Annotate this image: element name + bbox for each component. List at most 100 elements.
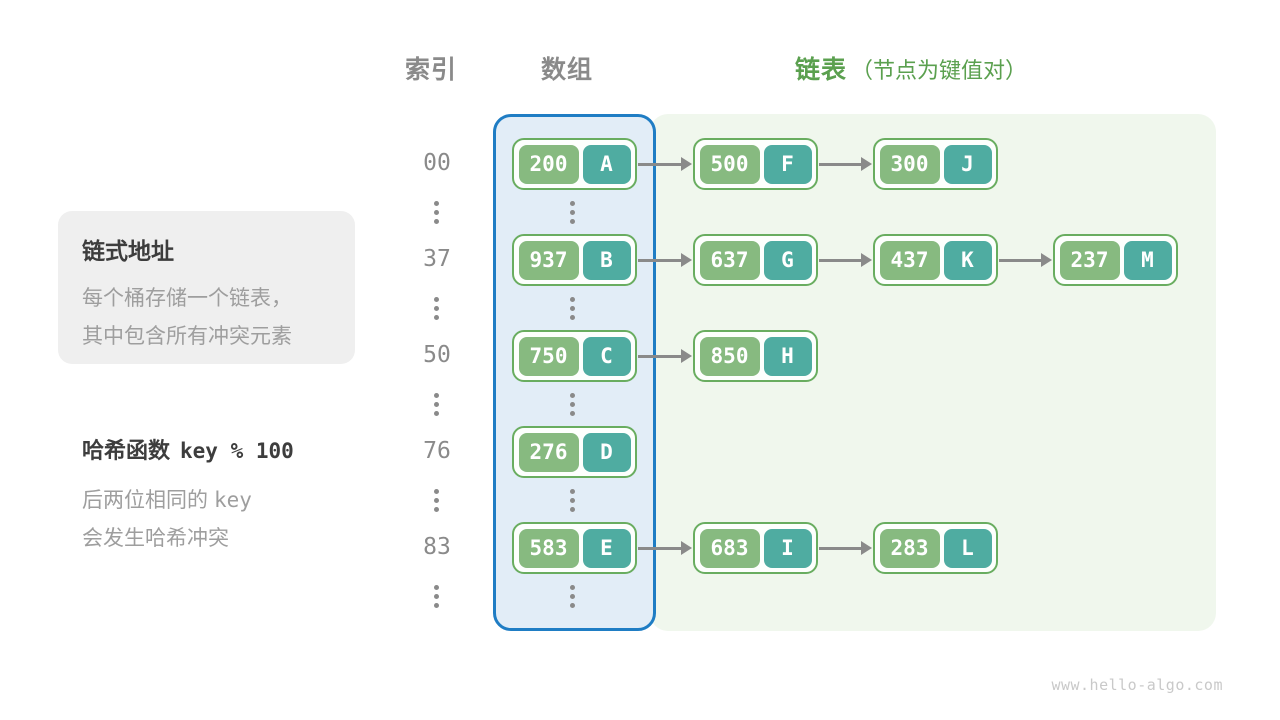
column-header-array: 数组 [541, 56, 594, 84]
arrow-head-icon [681, 157, 692, 171]
info-box-title: 链式地址 [82, 238, 174, 264]
dot [434, 489, 439, 494]
dot [434, 306, 439, 311]
node-key: 683 [699, 528, 760, 568]
arrow-shaft [638, 258, 683, 262]
link-arrow [638, 541, 692, 555]
node-value: H [763, 336, 812, 376]
dot [570, 489, 575, 494]
node-key: 850 [699, 336, 760, 376]
bucket-index-label: 83 [423, 534, 451, 560]
node-value: J [943, 144, 992, 184]
node-key: 300 [879, 144, 940, 184]
node-value: G [763, 240, 812, 280]
link-arrow [638, 349, 692, 363]
dot [434, 585, 439, 590]
dot [434, 402, 439, 407]
node-key: 500 [699, 144, 760, 184]
arrow-shaft [638, 162, 683, 166]
node-value: C [582, 336, 631, 376]
dot [434, 201, 439, 206]
dot [434, 297, 439, 302]
arrow-head-icon [861, 541, 872, 555]
ellipsis-dots [434, 585, 439, 608]
node-value: E [582, 528, 631, 568]
arrow-shaft [819, 162, 863, 166]
info-box-line: 每个桶存储一个链表， [82, 287, 292, 310]
bucket-index-label: 00 [423, 150, 451, 176]
arrow-shaft [638, 354, 683, 358]
bucket-index-label: 50 [423, 342, 451, 368]
dot [434, 411, 439, 416]
node-key: 750 [518, 336, 579, 376]
ellipsis-dots [570, 393, 575, 416]
node-value: K [943, 240, 992, 280]
info-box-line: 其中包含所有冲突元素 [82, 325, 292, 348]
dot [434, 498, 439, 503]
arrow-head-icon [681, 541, 692, 555]
ellipsis-dots [570, 585, 575, 608]
ellipsis-dots [434, 393, 439, 416]
list-header-note: （节点为键值对） [851, 58, 1028, 83]
chaining-info-box: 链式地址 每个桶存储一个链表， 其中包含所有冲突元素 [58, 211, 355, 364]
node-key: 583 [518, 528, 579, 568]
dot [434, 210, 439, 215]
dot [570, 507, 575, 512]
arrow-shaft [819, 258, 863, 262]
arrow-head-icon [861, 253, 872, 267]
ellipsis-dots [434, 489, 439, 512]
node-key: 437 [879, 240, 940, 280]
link-arrow [819, 157, 872, 171]
dot [570, 393, 575, 398]
node-value: I [763, 528, 812, 568]
node-key: 637 [699, 240, 760, 280]
dot [434, 315, 439, 320]
column-header-list: 链表（节点为键值对） [795, 54, 1027, 86]
dot [570, 603, 575, 608]
dot [570, 297, 575, 302]
link-arrow [638, 157, 692, 171]
dot [570, 498, 575, 503]
dot [570, 585, 575, 590]
dot [570, 315, 575, 320]
ellipsis-dots [434, 297, 439, 320]
node-value: F [763, 144, 812, 184]
dot [570, 201, 575, 206]
node-value: B [582, 240, 631, 280]
dot [434, 594, 439, 599]
arrow-head-icon [681, 349, 692, 363]
bucket-index-label: 76 [423, 438, 451, 464]
column-header-index: 索引 [405, 56, 458, 84]
node-value: A [582, 144, 631, 184]
ellipsis-dots [570, 297, 575, 320]
arrow-head-icon [681, 253, 692, 267]
node-key: 283 [879, 528, 940, 568]
arrow-shaft [819, 546, 863, 550]
dot [434, 507, 439, 512]
node-key: 200 [518, 144, 579, 184]
hash-function-formula: key % 100 [180, 439, 294, 463]
dot [434, 603, 439, 608]
dot [434, 219, 439, 224]
link-arrow [819, 253, 872, 267]
dot [570, 210, 575, 215]
list-header-label: 链表 [795, 56, 848, 84]
dot [570, 219, 575, 224]
ellipsis-dots [434, 201, 439, 224]
node-key: 276 [518, 432, 579, 472]
